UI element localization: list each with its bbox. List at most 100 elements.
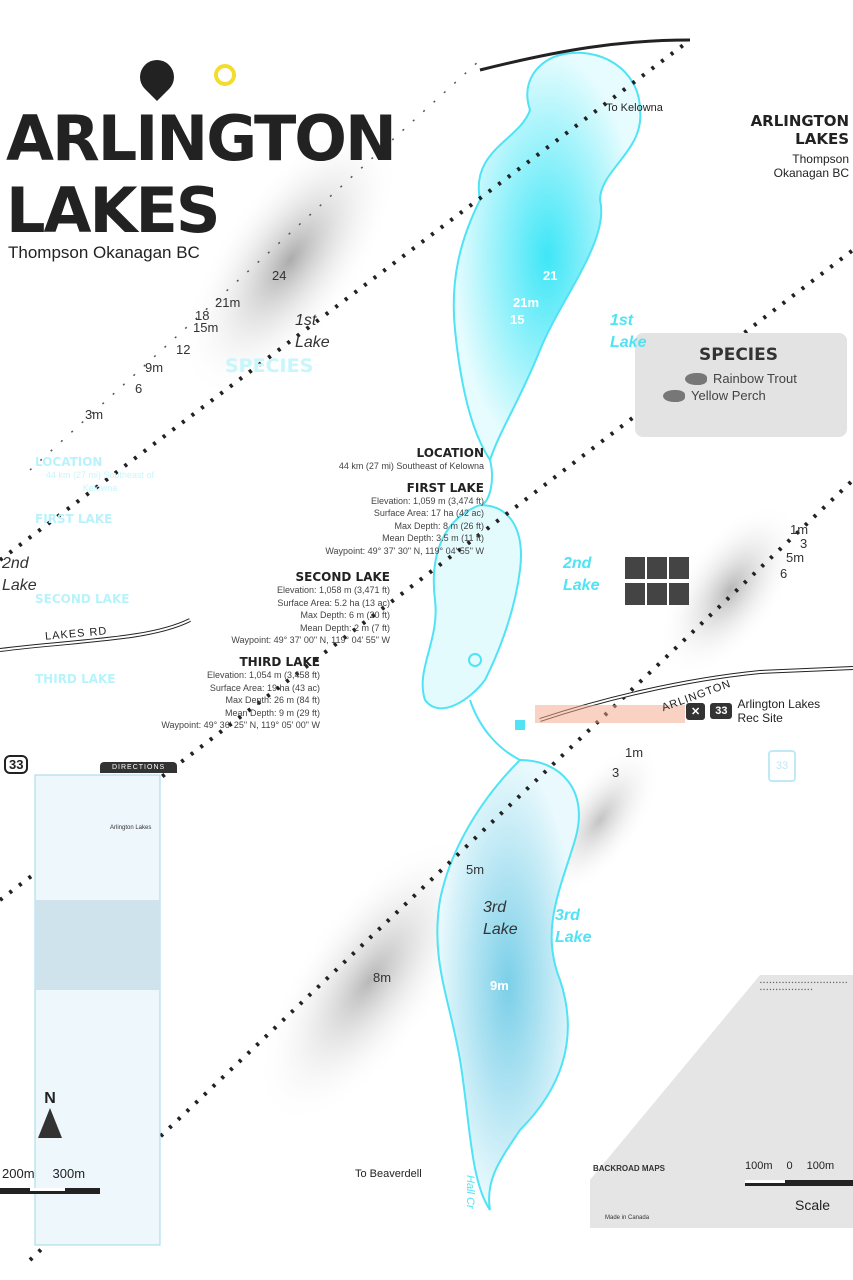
lake-heading: SECOND LAKE: [295, 570, 390, 584]
depth-label: 21: [543, 268, 558, 283]
label-part: 3rd: [555, 907, 580, 924]
contour-label: 6: [135, 381, 143, 396]
connecting-creek: [469, 459, 521, 761]
scale-bar: [745, 1180, 853, 1186]
lake-stat: Max Depth: 8 m (26 ft): [394, 520, 484, 531]
contour-label: 24: [272, 268, 287, 283]
depth-label: 21m: [513, 295, 540, 310]
label-part: Lake: [610, 334, 647, 351]
scale-tick: 0: [786, 1160, 793, 1172]
ghost-heading: THIRD LAKE: [35, 672, 116, 686]
creek-label: Hall Cr: [464, 1175, 476, 1209]
label-part: 3rd: [483, 899, 507, 916]
rec-site[interactable]: ✕ 33 Arlington Lakes Rec Site: [686, 697, 829, 725]
lake-stat: Mean Depth: 2 m (7 ft): [299, 622, 390, 633]
inset-region: [35, 900, 160, 990]
road-accent: [535, 705, 685, 723]
brand-logo: BACKROAD MAPS: [593, 1164, 665, 1173]
lake-stat: Mean Depth: 9 m (29 ft): [224, 707, 320, 718]
location-text: 44 km (27 mi) Southeast of Kelowna: [338, 460, 484, 471]
contour-label: 1m: [625, 745, 644, 760]
contour-label: 3: [612, 765, 620, 780]
horseback-icon: [669, 557, 689, 579]
page-title-right-block: ARLINGTON LAKES Thompson Okanagan BC: [739, 112, 849, 180]
species-item: Rainbow Trout: [649, 371, 833, 386]
first-lake: [452, 51, 642, 463]
contour-label: 9m: [145, 360, 164, 375]
scale-tick: 300m: [52, 1166, 86, 1181]
lake-info: LOCATION 44 km (27 mi) Southeast of Kelo…: [240, 447, 484, 567]
label-part: Lake: [555, 929, 592, 946]
first-lake-section: FIRST LAKE Elevation: 1,059 m (3,474 ft)…: [240, 482, 484, 557]
page-title-right-line-2: LAKES: [795, 130, 849, 148]
lake-info-ghost: LOCATION 44 km (27 mi) Southeast of Kelo…: [35, 455, 165, 686]
scale-tick: 100m: [806, 1160, 835, 1172]
lake-stat: Waypoint: 49° 37' 00" N, 119° 04' 55" W: [231, 635, 390, 645]
species-item: Yellow Perch: [649, 388, 833, 403]
lake-stat: Elevation: 1,058 m (3,471 ft): [276, 585, 390, 595]
species-panel: SPECIES Rainbow Trout Yellow Perch: [635, 333, 847, 437]
title-line-2: LAKES: [6, 174, 221, 247]
lake-stat: Mean Depth: 3.5 m (11 ft): [382, 533, 484, 543]
label-part: 1st: [295, 312, 317, 329]
third-lake-section: THIRD LAKE Elevation: 1,054 m (3,458 ft)…: [70, 655, 320, 732]
label-part: Lake: [2, 577, 37, 594]
trail-line: [0, 38, 692, 562]
fish-icon: [663, 389, 685, 402]
scale-tick: 200m: [2, 1166, 35, 1181]
scale-tick: 100m: [745, 1160, 773, 1172]
activity-icons: [625, 557, 690, 607]
species-heading-ghost: SPECIES: [225, 355, 314, 377]
contour-label: 15m: [193, 320, 219, 335]
lake-stat: Elevation: 1,059 m (3,474 ft): [370, 495, 484, 506]
rec-site-marker: [468, 653, 482, 667]
lake-stat: Waypoint: 49° 36' 25" N, 119° 05' 00" W: [161, 720, 320, 730]
hiking-icon: [625, 557, 645, 579]
terrain-shade: [659, 503, 801, 677]
fish-icon: [685, 372, 707, 385]
second-lake-section: SECOND LAKE Elevation: 1,058 m (3,471 ft…: [150, 570, 390, 647]
contour-label: 6: [780, 566, 788, 581]
north-arrow-shape: [38, 1108, 62, 1138]
location-heading: LOCATION: [416, 446, 484, 460]
north-label: N: [44, 1090, 56, 1107]
campsite-icon: ✕: [686, 702, 706, 720]
ghost-text: 44 km (27 mi) Southeast of Kelowna: [45, 470, 155, 493]
subtitle-right: Thompson Okanagan BC: [773, 152, 849, 180]
legend-text: ▪ ▪ ▪ ▪ ▪ ▪ ▪ ▪ ▪ ▪ ▪ ▪ ▪ ▪ ▪ ▪ ▪ ▪ ▪ ▪ …: [760, 980, 848, 993]
fishing-icon: [647, 557, 667, 579]
legend-panel: [590, 975, 853, 1228]
highway-shield-icon: 33: [4, 755, 29, 774]
lake-heading: THIRD LAKE: [239, 655, 320, 669]
contour-label: 12: [176, 342, 191, 357]
page-title-right: ARLINGTON: [750, 112, 849, 130]
location-section: LOCATION 44 km (27 mi) Southeast of Kelo…: [240, 447, 484, 472]
title-line-1: ARLINGTON: [6, 102, 397, 175]
terrain-shade: [256, 835, 484, 1125]
ghost-heading: SECOND LAKE: [35, 592, 130, 606]
species-label: Rainbow Trout: [713, 371, 797, 386]
paddling-icon: [647, 583, 667, 605]
contour-label: 5m: [786, 550, 805, 565]
lake-stat: Surface Area: 5.2 ha (13 ac): [277, 597, 390, 608]
label-part: Lake: [295, 334, 330, 351]
scale-bar-segment: [745, 1180, 785, 1183]
contour-label: 21m: [215, 295, 241, 310]
label-part: Lake: [483, 921, 518, 938]
label-part: 1st: [610, 312, 634, 329]
terrain-shade: [181, 122, 399, 398]
third-lake: [436, 758, 580, 1211]
label-part: 2nd: [2, 555, 29, 572]
made-in-label: Made in Canada: [605, 1215, 650, 1221]
lake-heading: FIRST LAKE: [406, 481, 484, 495]
to-beaverdell-label: To Beaverdell: [355, 1168, 422, 1180]
biking-icon: [625, 583, 645, 605]
to-kelowna-label: To Kelowna: [606, 102, 663, 114]
ghost-heading: FIRST LAKE: [35, 512, 113, 526]
scale-ticks-left: 200m 300m: [2, 1166, 85, 1181]
